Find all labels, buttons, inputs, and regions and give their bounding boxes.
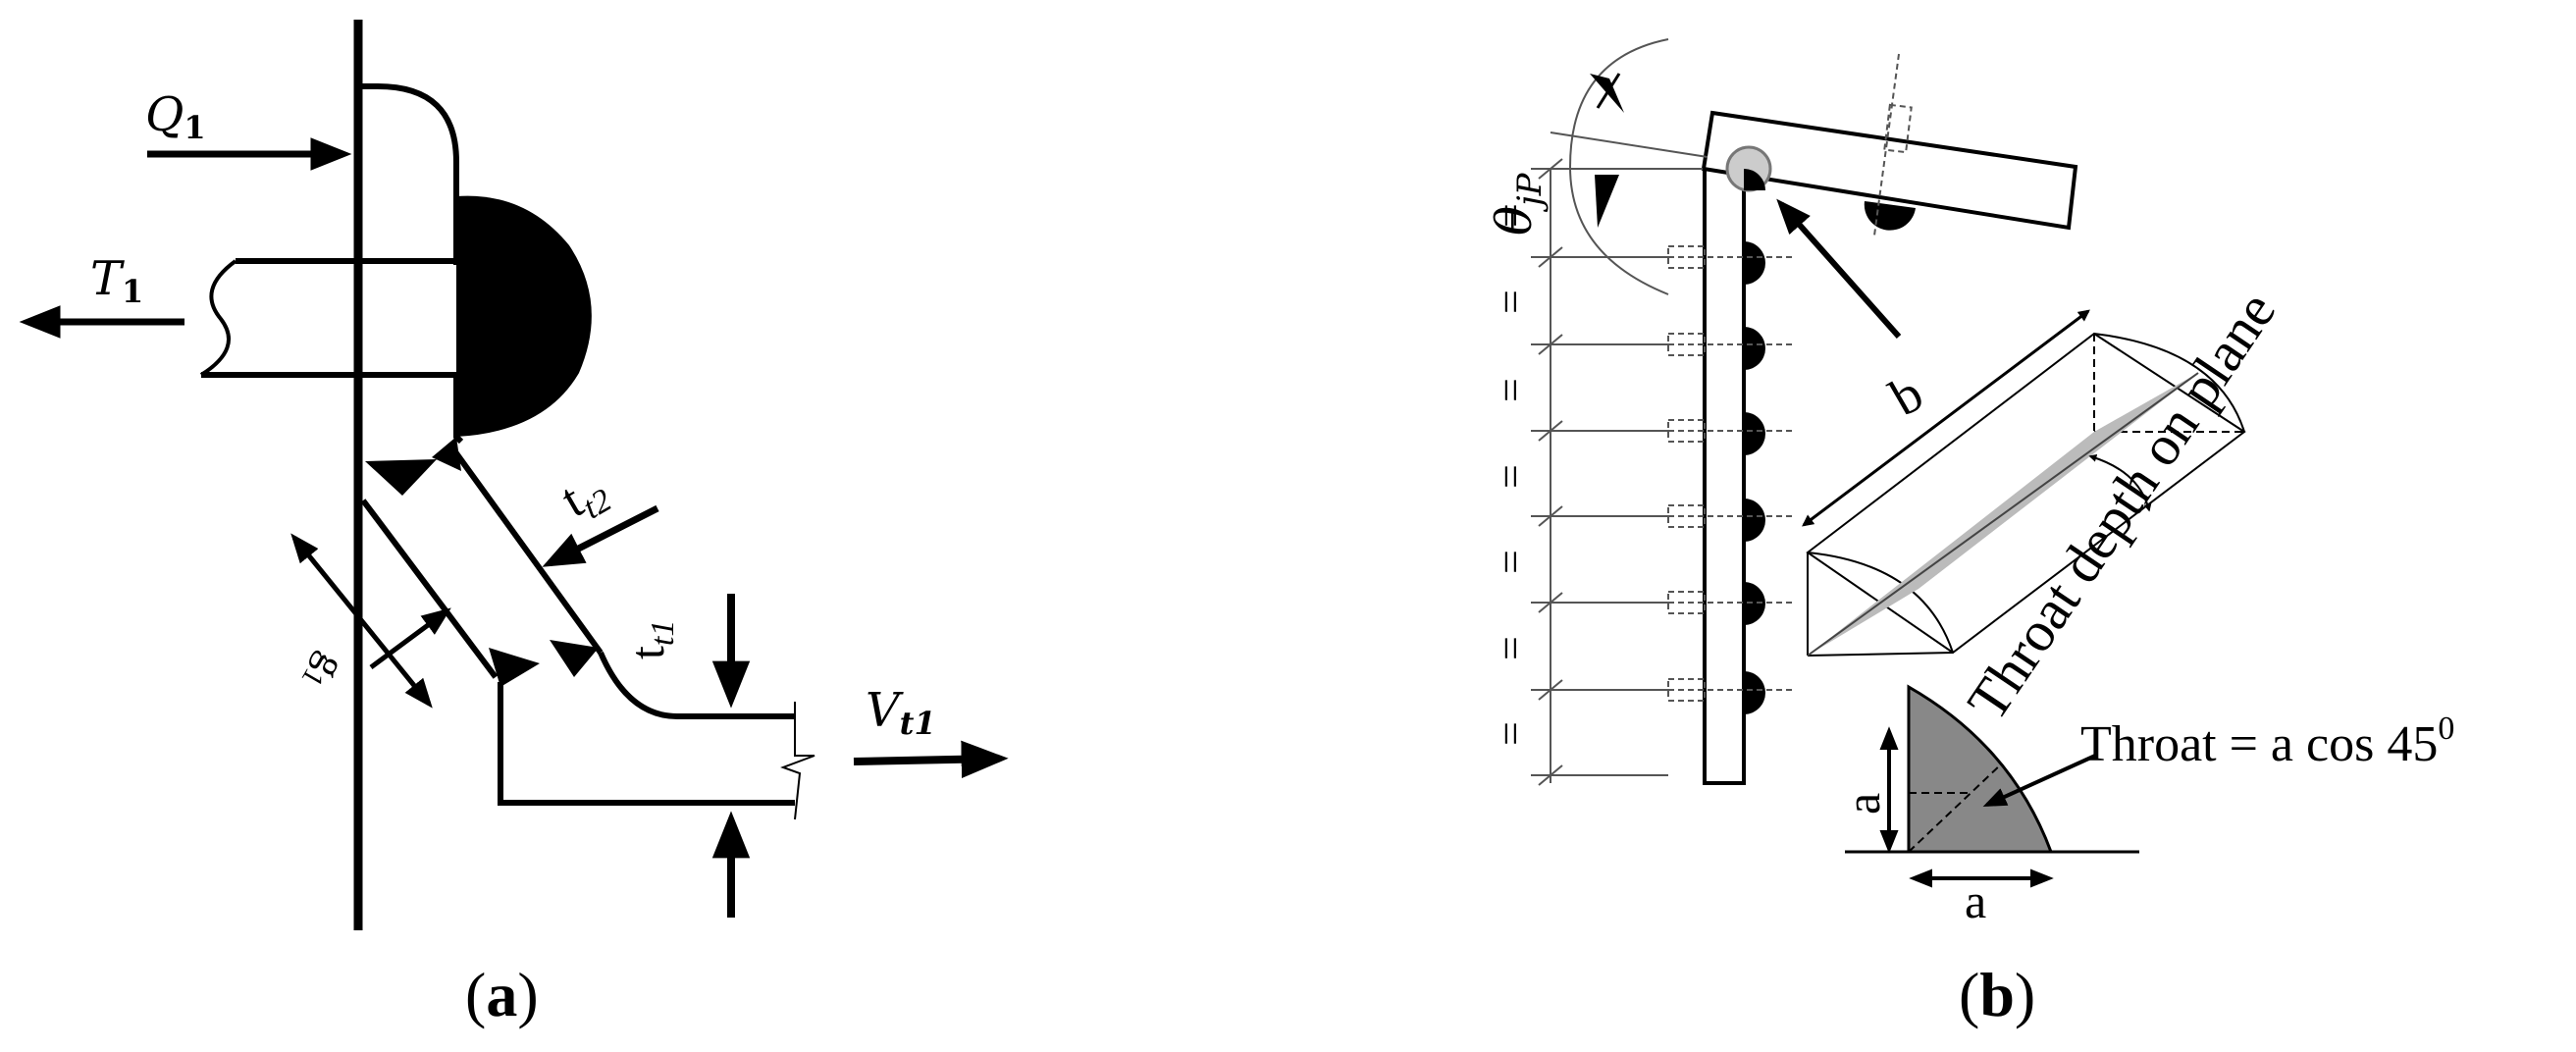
theta-label: θjP	[1486, 172, 1550, 236]
pivot-weld	[1744, 169, 1765, 190]
weld-triangle-4	[550, 640, 599, 677]
column-plate	[1703, 165, 1746, 785]
svg-text:=: =	[1487, 464, 1535, 489]
b-dimension-line	[1802, 309, 2090, 527]
inclined-top-plate	[1701, 110, 2078, 231]
throat-section	[1845, 684, 2139, 888]
a-vertical-label: a	[1835, 793, 1890, 815]
weld-triangle-1	[365, 459, 437, 496]
g1-dimension-line	[290, 533, 433, 709]
weld-triangle-3	[489, 648, 540, 687]
weld-triangle-2	[432, 437, 461, 471]
vt1-label: Vt1	[866, 683, 936, 742]
panel-a: Q1 T1 tt2 tt1 Vt1 g1 (a)	[19, 20, 1009, 1029]
spacing-equal-signs: = = = = = = =	[1487, 203, 1535, 746]
caption-a: (a)	[465, 960, 539, 1029]
svg-text:=: =	[1487, 203, 1535, 228]
column-bolts	[1649, 245, 1796, 702]
round-bar	[199, 258, 456, 378]
svg-text:=: =	[1487, 721, 1535, 746]
tt2-arrow	[542, 504, 659, 567]
top-plate-weld	[1864, 201, 1916, 231]
g1-label: g1	[295, 646, 354, 701]
panel-b: = = = = = = = θjP	[1486, 38, 2454, 1029]
a-horizontal-label: a	[1965, 873, 1986, 928]
upper-weld-profile	[358, 83, 459, 265]
t1-label: T1	[90, 251, 143, 310]
g1-arrow	[369, 607, 451, 670]
throat-formula-label: Throat = a cos 450	[2080, 710, 2454, 772]
throat-angle-arc	[2088, 454, 2152, 512]
spacing-dimension-chain	[1531, 158, 1668, 786]
svg-text:=: =	[1487, 550, 1535, 574]
lower-flange-inner	[498, 682, 795, 806]
tt2-label: tt2	[552, 460, 618, 534]
tt1-label: tt1	[619, 620, 681, 659]
break-line	[780, 702, 815, 820]
semicircle-weld	[456, 195, 592, 437]
lower-weld-outline	[453, 375, 464, 445]
lower-flange	[598, 651, 795, 719]
caption-b: (b)	[1959, 960, 2035, 1029]
vt1-arrow	[853, 740, 1009, 778]
top-plate-bolt	[1873, 53, 1913, 237]
column-welds	[1744, 241, 1765, 714]
svg-text:=: =	[1487, 636, 1535, 660]
svg-text:=: =	[1487, 378, 1535, 402]
rotation-angle	[1531, 38, 1709, 295]
q1-label: Q1	[145, 87, 206, 146]
b-label: b	[1880, 363, 1932, 427]
svg-text:=: =	[1487, 289, 1535, 314]
